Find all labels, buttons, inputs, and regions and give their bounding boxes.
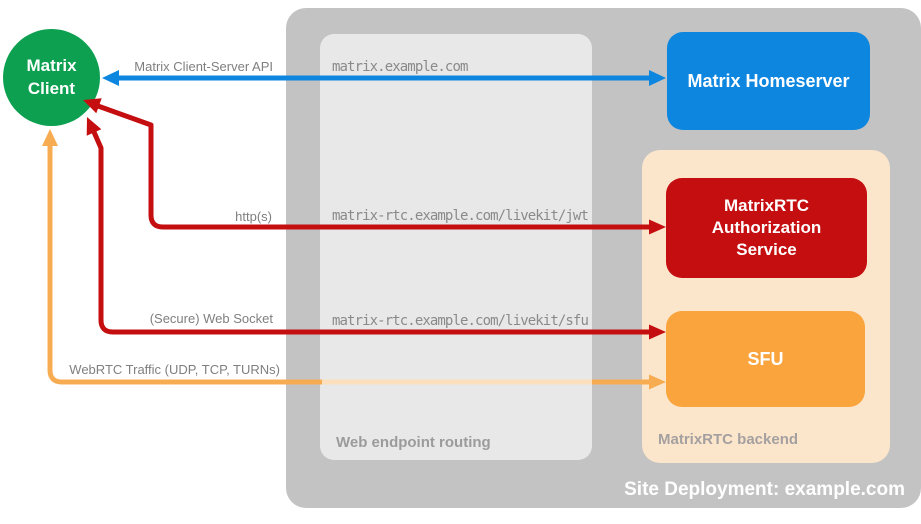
backend-caption: MatrixRTC backend (658, 431, 799, 448)
websocket-arrowhead-client (86, 117, 102, 136)
websocket-arrow-label: (Secure) Web Socket (149, 311, 273, 326)
api-arrow-label: Matrix Client-Server API (134, 59, 273, 74)
websocket-arrow-line (91, 130, 652, 335)
webrtc-arrow-label: WebRTC Traffic (UDP, TCP, TURNs) (69, 362, 280, 377)
client-label-line1: Matrix (26, 55, 77, 75)
websocket-arrowhead-sfu (649, 324, 666, 340)
matrixrtc-backend-container: MatrixRTC Authorization Service SFU (642, 150, 890, 463)
routing-panel-caption: Web endpoint routing (336, 434, 491, 451)
auth-label-line3: Service (736, 240, 797, 260)
webrtc-arrow-line-left (47, 145, 322, 385)
websocket-route-text: matrix-rtc.example.com/livekit/sfu (332, 313, 589, 329)
web-endpoint-routing-panel (320, 34, 592, 460)
sfu-box: SFU (666, 311, 865, 407)
jwt-arrowhead-client (83, 98, 102, 114)
api-route-text: matrix.example.com (332, 59, 468, 75)
webrtc-arrowhead-client (42, 129, 58, 146)
webrtc-arrowhead-sfu (649, 374, 666, 390)
auth-label-line2: Authorization (711, 217, 822, 237)
matrix-client-label: Matrix Client (26, 55, 76, 101)
jwt-arrowhead-service (649, 219, 666, 235)
homeserver-label: Matrix Homeserver (687, 70, 850, 91)
deployment-caption: Site Deployment: example.com (624, 479, 905, 500)
jwt-arrow-line (97, 103, 652, 230)
api-arrowhead-left (102, 70, 119, 86)
api-arrowhead-right (649, 70, 666, 86)
matrix-client-circle: Matrix Client (3, 29, 100, 126)
jwt-arrow-label: http(s) (235, 209, 272, 224)
jwt-route-text: matrix-rtc.example.com/livekit/jwt (332, 208, 589, 224)
auth-service-box: MatrixRTC Authorization Service (666, 178, 867, 278)
homeserver-box: Matrix Homeserver (667, 32, 870, 130)
sfu-label: SFU (747, 348, 784, 369)
client-label-line2: Client (27, 78, 76, 98)
auth-label-line1: MatrixRTC (723, 195, 809, 215)
auth-service-label: MatrixRTC Authorization Service (712, 195, 822, 261)
